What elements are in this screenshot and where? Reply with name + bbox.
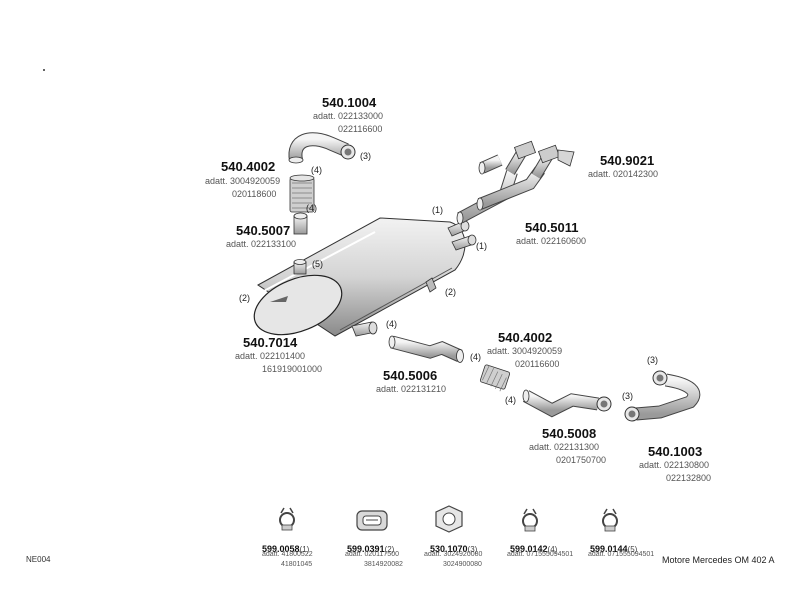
muffler-top-fitting bbox=[293, 259, 307, 275]
callout-muffler-inlet-b: (1) bbox=[476, 241, 487, 251]
accessory-number: 530.1070 bbox=[430, 544, 468, 554]
accessory-530-1070: 530.1070(3) bbox=[430, 540, 477, 556]
callout-540-5006-front: (4) bbox=[386, 319, 397, 329]
accessory-ref: 3024900080 bbox=[443, 561, 482, 568]
accessory-qty: (4) bbox=[547, 545, 558, 554]
front-pipe-540-9021[interactable] bbox=[456, 140, 575, 225]
part-ref-540-5008-a: adatt. 022131300 bbox=[529, 442, 600, 452]
part-ref-540-4002-lower-a: adatt. 3004920059 bbox=[487, 346, 563, 356]
callout-540-1004-clamp: (3) bbox=[360, 151, 371, 161]
part-ref-540-9021: adatt. 020142300 bbox=[588, 169, 659, 179]
part-ref-540-1003-a: adatt. 022130800 bbox=[639, 460, 710, 470]
muffler-540-7014[interactable] bbox=[246, 217, 477, 346]
part-number-540-4002-lower: 540.4002 bbox=[498, 330, 553, 345]
callout-540-1003-flange: (3) bbox=[647, 355, 658, 365]
accessory-599-0058: 599.0058(1) bbox=[262, 540, 309, 556]
accessory-number: 599.0142 bbox=[510, 544, 548, 554]
engine-caption: Motore Mercedes OM 402 A bbox=[662, 555, 775, 565]
diagram-code: NE004 bbox=[26, 555, 51, 564]
callout-muffler-top: (5) bbox=[312, 259, 323, 269]
accessory-ref: 3814920082 bbox=[364, 561, 403, 568]
part-number-540-5007: 540.5007 bbox=[236, 223, 291, 238]
accessory-ref: adatt. 020117500 bbox=[345, 551, 399, 558]
accessory-599-0391: 599.0391(2) bbox=[347, 540, 394, 556]
part-ref-540-7014-b: 161919001000 bbox=[262, 364, 323, 374]
accessory-ref: adatt. 3024920080 bbox=[424, 551, 483, 558]
part-number-540-5008: 540.5008 bbox=[542, 426, 597, 441]
accessory-number: 599.0058 bbox=[262, 544, 300, 554]
part-ref-540-5007: adatt. 022133100 bbox=[226, 239, 297, 249]
part-ref-540-1004-b: 022116600 bbox=[338, 124, 383, 134]
part-number-540-9021: 540.9021 bbox=[600, 153, 655, 168]
accessory-qty: (3) bbox=[467, 545, 478, 554]
callout-540-5008-flange: (3) bbox=[622, 391, 633, 401]
accessory-number: 599.0144 bbox=[590, 544, 628, 554]
part-number-540-5011: 540.5011 bbox=[525, 220, 579, 235]
part-ref-540-5006: adatt. 022131210 bbox=[376, 384, 447, 394]
part-ref-540-4002-lower-b: 020116600 bbox=[515, 359, 560, 369]
flex-sleeve-upper[interactable] bbox=[289, 174, 315, 213]
pipe-540-5008[interactable] bbox=[522, 389, 612, 418]
part-ref-540-5008-b: 0201750700 bbox=[556, 455, 607, 465]
pipe-540-5006[interactable] bbox=[388, 335, 464, 363]
accessory-qty: (2) bbox=[384, 545, 395, 554]
callout-540-1004-sleeve: (4) bbox=[311, 165, 322, 175]
part-ref-540-4002-upper-a: adatt. 3004920059 bbox=[205, 176, 281, 186]
accessory-qty: (5) bbox=[627, 545, 638, 554]
part-number-540-1004: 540.1004 bbox=[322, 95, 377, 110]
accessory-number: 599.0391 bbox=[347, 544, 385, 554]
part-number-540-7014: 540.7014 bbox=[243, 335, 298, 350]
callout-muffler-bracket: (2) bbox=[445, 287, 456, 297]
part-number-540-5006: 540.5006 bbox=[383, 368, 438, 383]
callout-540-5008-front: (4) bbox=[505, 395, 516, 405]
part-number-540-1003: 540.1003 bbox=[648, 444, 703, 459]
accessory-599-0144: 599.0144(5) bbox=[590, 540, 637, 556]
accessory-599-0142: 599.0142(4) bbox=[510, 540, 557, 556]
bent-pipe-540-1004[interactable] bbox=[288, 132, 356, 164]
part-ref-540-1004-a: adatt. 022133000 bbox=[313, 111, 384, 121]
part-ref-540-7014-a: adatt. 022101400 bbox=[235, 351, 306, 361]
flex-sleeve-lower[interactable] bbox=[479, 364, 511, 392]
rubber-mount-icon-599-0391[interactable] bbox=[356, 510, 388, 531]
clamp-icon-599-0144[interactable] bbox=[602, 508, 618, 532]
accessory-ref: 41801045 bbox=[281, 561, 313, 568]
callout-540-5007-sleeve: (4) bbox=[306, 203, 317, 213]
accessory-ref: adatt. 071555094501 bbox=[507, 551, 574, 558]
pipe-stub-540-5007[interactable] bbox=[293, 212, 308, 235]
part-number-540-4002-upper: 540.4002 bbox=[221, 159, 276, 174]
clamp-icon-599-0058[interactable] bbox=[279, 507, 295, 531]
gasket-icon-530-1070[interactable] bbox=[435, 505, 463, 533]
accessory-ref: adatt. 071555094501 bbox=[588, 551, 655, 558]
callout-muffler-inlet-a: (1) bbox=[432, 205, 443, 215]
accessory-qty: (1) bbox=[299, 545, 310, 554]
clamp-icon-599-0142[interactable] bbox=[522, 508, 538, 532]
speck bbox=[43, 69, 45, 71]
part-ref-540-5011: adatt. 022160600 bbox=[516, 236, 587, 246]
callout-muffler-left: (2) bbox=[239, 293, 250, 303]
part-ref-540-1003-b: 022132800 bbox=[666, 473, 712, 483]
part-ref-540-4002-upper-b: 020118600 bbox=[232, 189, 277, 199]
accessory-ref: adatt. 41800522 bbox=[262, 551, 313, 558]
tailpipe-540-1003[interactable] bbox=[624, 370, 701, 422]
callout-540-5006-rear: (4) bbox=[470, 352, 481, 362]
